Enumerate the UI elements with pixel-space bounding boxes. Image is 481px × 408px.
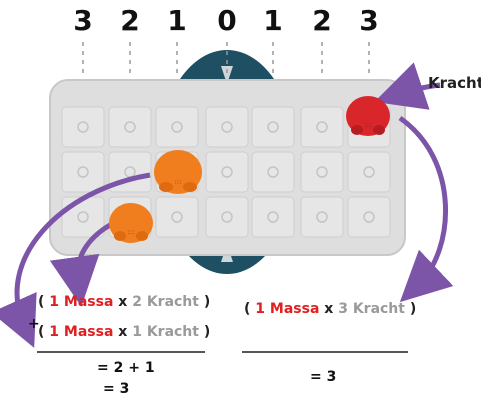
grid-hole bbox=[316, 121, 328, 133]
grid-hole bbox=[124, 121, 136, 133]
grid-cell bbox=[251, 106, 295, 148]
grid-cell bbox=[61, 106, 105, 148]
grid-hole bbox=[363, 211, 375, 223]
red-weight: ::: bbox=[346, 96, 390, 136]
grid-cell bbox=[205, 151, 249, 193]
grid-cell bbox=[205, 196, 249, 238]
grid-cell bbox=[300, 151, 344, 193]
scale-number: 1 bbox=[263, 4, 283, 37]
calc-row: ( 1 Massa x 1 Kracht ) bbox=[38, 324, 211, 340]
grid-cell bbox=[251, 196, 295, 238]
grid-cell bbox=[300, 196, 344, 238]
orange-weight-lower: ::: bbox=[109, 203, 153, 243]
svg-text::::: ::: bbox=[127, 228, 134, 236]
scale-number: 2 bbox=[312, 4, 332, 37]
grid-hole bbox=[221, 166, 233, 178]
grid-hole bbox=[363, 166, 375, 178]
grid-cell bbox=[300, 106, 344, 148]
grid-hole bbox=[267, 166, 279, 178]
grid-hole bbox=[267, 121, 279, 133]
arrow-orange1-to-calc bbox=[0, 172, 151, 348]
grid-cell bbox=[251, 151, 295, 193]
grid-hole bbox=[171, 121, 183, 133]
calc-result: = 3 bbox=[310, 369, 337, 385]
calc-row: ( 1 Massa x 3 Kracht ) bbox=[244, 301, 417, 317]
calc-row: ( 1 Massa x 2 Kracht ) bbox=[38, 294, 211, 310]
pivot-top-marker bbox=[221, 66, 233, 84]
grid-hole bbox=[77, 121, 89, 133]
calc-result: = 2 + 1 bbox=[97, 360, 155, 376]
sum-line bbox=[242, 351, 408, 353]
grid-cell bbox=[347, 151, 391, 193]
scale-number: 0 bbox=[217, 4, 237, 37]
arrow-orange2-to-calc bbox=[49, 222, 112, 307]
scale-number: 3 bbox=[73, 4, 93, 37]
force-label: Kracht bbox=[428, 74, 481, 92]
grid-hole bbox=[171, 211, 183, 223]
scale-ticks bbox=[82, 42, 370, 73]
grid-hole bbox=[221, 121, 233, 133]
grid-cell bbox=[155, 106, 199, 148]
grid-cell bbox=[347, 196, 391, 238]
balance-scale: 3 2 1 0 1 2 3 bbox=[0, 4, 481, 38]
grid-hole bbox=[77, 166, 89, 178]
svg-text::::: ::: bbox=[174, 178, 181, 186]
grid-cell bbox=[61, 151, 105, 193]
svg-text::::: ::: bbox=[364, 121, 371, 129]
scale-number: 3 bbox=[359, 4, 379, 37]
grid-hole bbox=[221, 211, 233, 223]
grid-hole bbox=[267, 211, 279, 223]
scale-number: 1 bbox=[167, 4, 187, 37]
orange-weight-upper: ::: bbox=[154, 150, 202, 194]
grid-cell bbox=[205, 106, 249, 148]
arrow-right-to-calc bbox=[398, 115, 454, 303]
calc-result: = 3 bbox=[103, 381, 130, 397]
plus-sign: + bbox=[28, 316, 40, 332]
grid-hole bbox=[316, 211, 328, 223]
grid-cell bbox=[108, 106, 152, 148]
grid-hole bbox=[77, 211, 89, 223]
grid-hole bbox=[316, 166, 328, 178]
scale-number: 2 bbox=[120, 4, 140, 37]
sum-line bbox=[37, 351, 205, 353]
grid-cell bbox=[155, 196, 199, 238]
force-arrow-in bbox=[374, 62, 441, 110]
